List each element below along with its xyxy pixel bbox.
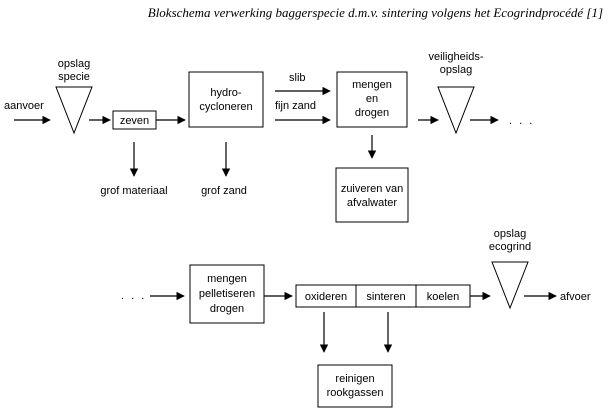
- storage-triangle-ecogrind: [491, 261, 529, 310]
- sinteren-label: sinteren: [366, 291, 405, 303]
- zuiveren-label-1: zuiveren van: [341, 183, 403, 195]
- fijn-zand-label: fijn zand: [275, 100, 316, 112]
- oxideren-label: oxideren: [305, 291, 347, 303]
- mengen-drogen-label-3: drogen: [355, 107, 389, 119]
- opslag-ecogrind-label-1: opslag: [494, 228, 526, 240]
- opslag-specie-label-2: specie: [58, 71, 90, 83]
- mengen-pelletiseren-label-3: drogen: [210, 303, 244, 315]
- mengen-pelletiseren-label-1: mengen: [207, 273, 247, 285]
- opslag-specie-label-1: opslag: [58, 58, 90, 70]
- diagram-title: Blokschema verwerking baggerspecie d.m.v…: [148, 5, 603, 20]
- reinigen-box: [317, 364, 393, 408]
- hydrocycloneren-label-2: cycloneren: [199, 101, 252, 113]
- koelen-label: koelen: [427, 291, 459, 303]
- zuiveren-label-2: afvalwater: [347, 197, 397, 209]
- hydrocycloneren-label-1: hydro-: [210, 87, 242, 99]
- mengen-drogen-label-2: en: [366, 93, 378, 105]
- veiligheidsopslag-label-2: opslag: [440, 64, 472, 76]
- zuiveren-box: [335, 167, 409, 223]
- veiligheidsopslag-label-1: veiligheids-: [428, 51, 483, 63]
- afvoer-label: afvoer: [560, 291, 591, 303]
- zeven-label: zeven: [120, 115, 149, 127]
- ellipsis-row2: . . .: [121, 290, 146, 302]
- ellipsis-row1: . . .: [509, 115, 534, 127]
- opslag-ecogrind-label-2: ecogrind: [489, 241, 531, 253]
- mengen-drogen-label-1: mengen: [352, 79, 392, 91]
- reinigen-label-2: rookgassen: [327, 387, 384, 399]
- mengen-pelletiseren-label-2: pelletiseren: [199, 288, 255, 300]
- hydrocycloneren-box: [188, 71, 264, 128]
- reinigen-label-1: reinigen: [335, 373, 374, 385]
- storage-triangle-specie: [55, 86, 93, 135]
- grof-zand-label: grof zand: [201, 185, 247, 197]
- slib-label: slib: [289, 72, 306, 84]
- grof-materiaal-label: grof materiaal: [100, 185, 167, 197]
- mengen-drogen-box: [336, 71, 408, 128]
- storage-triangle-veiligheid: [437, 86, 475, 135]
- aanvoer-label: aanvoer: [4, 100, 44, 112]
- mengen-pelletiseren-box: [189, 264, 265, 324]
